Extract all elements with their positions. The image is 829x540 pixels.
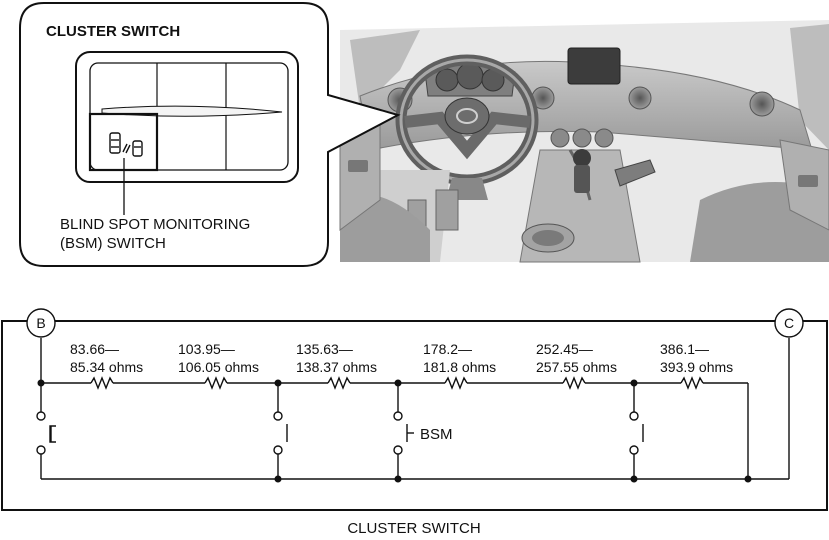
cluster-switch-panel — [75, 51, 299, 183]
resistor-icon — [90, 376, 704, 390]
bsm-switch-label: BSM — [420, 426, 453, 443]
resistor-3-label-b: 138.37 ohms — [296, 359, 377, 375]
switch-actuators — [50, 426, 414, 442]
terminal-b — [26, 308, 56, 338]
junction-dots — [37, 379, 752, 483]
terminal-c — [774, 308, 804, 338]
resistor-4-label-b: 181.8 ohms — [423, 359, 496, 375]
schematic-frame — [1, 320, 828, 511]
resistor-6-label-a: 386.1— — [660, 341, 709, 357]
resistor-5-label-a: 252.45— — [536, 341, 593, 357]
resistor-1-label-b: 85.34 ohms — [70, 359, 143, 375]
resistor-2-label-a: 103.95— — [178, 341, 235, 357]
resistor-1-label-a: 83.66— — [70, 341, 119, 357]
resistor-6-label-b: 393.9 ohms — [660, 359, 733, 375]
terminal-b-label: B — [36, 315, 45, 331]
resistor-5-label-b: 257.55 ohms — [536, 359, 617, 375]
resistor-4-label-a: 178.2— — [423, 341, 472, 357]
callout-title: CLUSTER SWITCH — [46, 23, 180, 40]
car-interior-illustration — [339, 20, 829, 263]
figure-caption: CLUSTER SWITCH — [347, 520, 480, 537]
terminal-c-label: C — [784, 315, 794, 331]
switch-icon — [36, 411, 644, 455]
callout-label-line1: BLIND SPOT MONITORING — [60, 216, 250, 233]
bsm-switch-icon — [109, 132, 143, 157]
resistor-2-label-b: 106.05 ohms — [178, 359, 259, 375]
callout-label-line2: (BSM) SWITCH — [60, 235, 166, 252]
resistor-3-label-a: 135.63— — [296, 341, 353, 357]
